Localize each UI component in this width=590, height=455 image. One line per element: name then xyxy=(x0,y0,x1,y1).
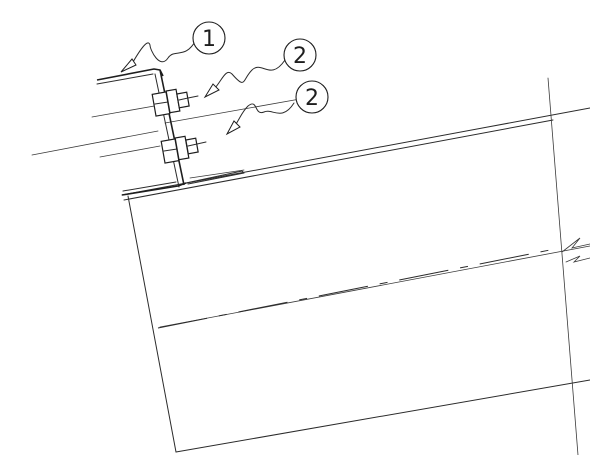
leader-1-wavy xyxy=(132,39,197,63)
callout-2b: 2 xyxy=(295,80,329,114)
beam-left-end xyxy=(127,195,177,453)
beam-bottom-edge-inner xyxy=(159,245,590,328)
leader-2a-arrowhead xyxy=(203,83,220,99)
ref-line-4 xyxy=(164,98,301,124)
callout-2b-circle xyxy=(295,80,329,114)
bracket-top-leg xyxy=(96,68,164,81)
bracket-bottom-leg xyxy=(121,182,187,196)
callout-1-leader xyxy=(120,39,197,73)
ref-line-1 xyxy=(91,104,161,118)
bolt-lower-head-mark xyxy=(187,143,198,147)
callout-2a-circle xyxy=(283,38,317,72)
bracket-web-outer xyxy=(159,69,185,186)
bracket-top-leg-inner xyxy=(96,73,154,85)
callout-2a-label: 2 xyxy=(293,44,307,69)
leader-2b-wavy xyxy=(235,102,295,125)
ref-line-3 xyxy=(99,145,161,158)
reference-lines xyxy=(31,98,301,179)
beam-centerline xyxy=(157,247,561,329)
bolt-upper-shank xyxy=(187,95,199,99)
bolt-lower-shank xyxy=(196,141,207,145)
beam-top-edge-inner xyxy=(123,119,554,201)
callout-1-circle xyxy=(192,21,226,55)
callout-2a: 2 xyxy=(283,38,317,72)
callout-1-label: 1 xyxy=(202,27,216,52)
right-reference-line xyxy=(547,77,579,455)
callout-2b-leader xyxy=(225,102,295,136)
bracket-plate xyxy=(185,170,245,185)
leader-2b-arrowhead xyxy=(225,120,241,136)
bolt-upper-head-mark xyxy=(178,97,189,101)
bracket-bottom-leg-inner xyxy=(122,181,177,192)
bolt-upper xyxy=(151,88,199,117)
break-symbol-lower xyxy=(565,255,590,263)
ref-line-5 xyxy=(189,169,245,179)
beam xyxy=(121,77,590,455)
beam-bottom-edge xyxy=(175,379,590,453)
bolt-lower-head xyxy=(185,137,199,155)
callout-2b-label: 2 xyxy=(305,86,319,111)
break-symbol xyxy=(561,237,590,253)
bolt-upper-head xyxy=(176,91,190,109)
ref-line-2 xyxy=(31,130,159,156)
bolt-lower xyxy=(160,135,207,164)
leader-2a-wavy xyxy=(214,59,286,89)
callout-1: 1 xyxy=(192,21,226,55)
leader-1-arrowhead xyxy=(120,58,137,73)
callout-2a-leader xyxy=(203,59,286,99)
bolt-upper-nut-mark xyxy=(154,101,169,105)
bolt-lower-nut-mark xyxy=(163,148,178,152)
